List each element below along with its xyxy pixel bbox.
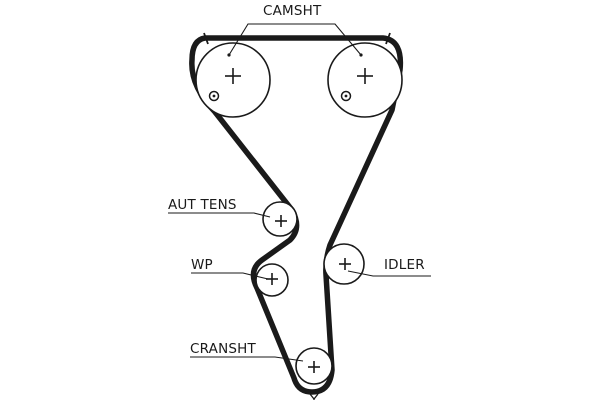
water-pump-pulley [255,263,289,297]
tensioner-pulley [262,201,298,237]
crankshaft-leader [190,356,304,362]
idler-label: IDLER [384,257,425,273]
water-pump-leader [191,272,269,280]
tensioner-label: AUT TENS [168,197,237,213]
crankshaft-timing-mark [309,393,319,400]
tensioner-leader [168,212,271,218]
idler-leader [347,270,431,277]
crankshaft-pulley [295,347,333,385]
crankshaft-label: CRANSHT [190,341,257,357]
timing-mark-right [340,90,352,102]
belt-tick-left [203,32,209,45]
belt-tick-right [385,32,391,45]
camshaft-pulley-left [195,42,271,118]
camshaft-label: CAMSHT [263,3,322,19]
timing-mark-left [208,90,220,102]
camshaft-leader-right [262,23,362,56]
water-pump-label: WP [191,257,213,273]
camshaft-leader-left [228,23,262,56]
idler-pulley [323,243,365,285]
camshaft-pulley-right [327,42,403,118]
